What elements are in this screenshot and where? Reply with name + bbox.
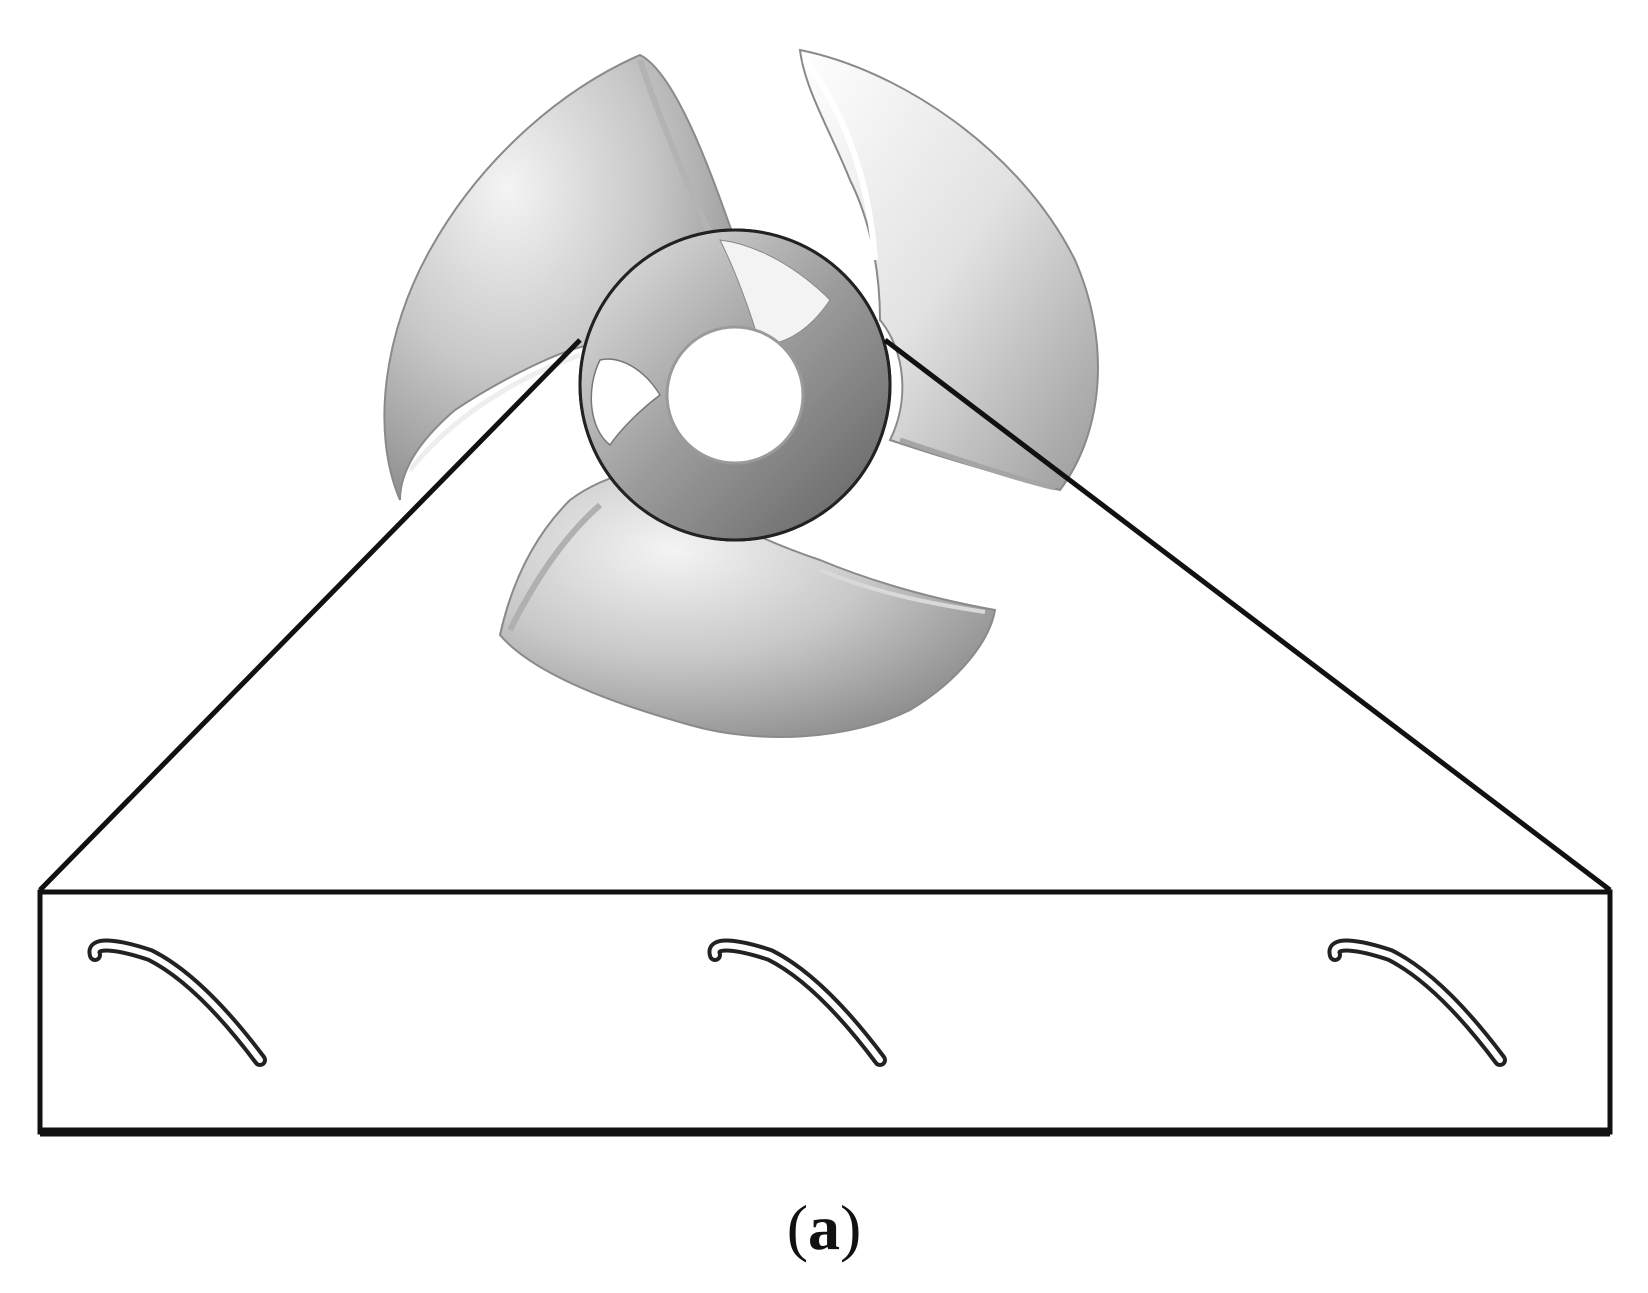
figure-caption: (a)	[0, 1188, 1648, 1268]
fan-impeller	[383, 48, 1099, 738]
projection-line-left	[38, 338, 582, 892]
caption-label: a	[808, 1192, 840, 1263]
caption-close-paren: )	[840, 1192, 862, 1263]
blade-section-3	[1327, 938, 1507, 1067]
blade-section-box	[37, 889, 1613, 1137]
blade-section-2	[707, 938, 887, 1067]
fan-blade-bottom	[498, 468, 997, 738]
projection-line-right	[883, 338, 1612, 892]
hub-highlight-ring	[578, 228, 892, 542]
caption-open-paren: (	[786, 1192, 808, 1263]
fan-hub	[578, 228, 892, 542]
blade-section-1	[87, 938, 267, 1067]
